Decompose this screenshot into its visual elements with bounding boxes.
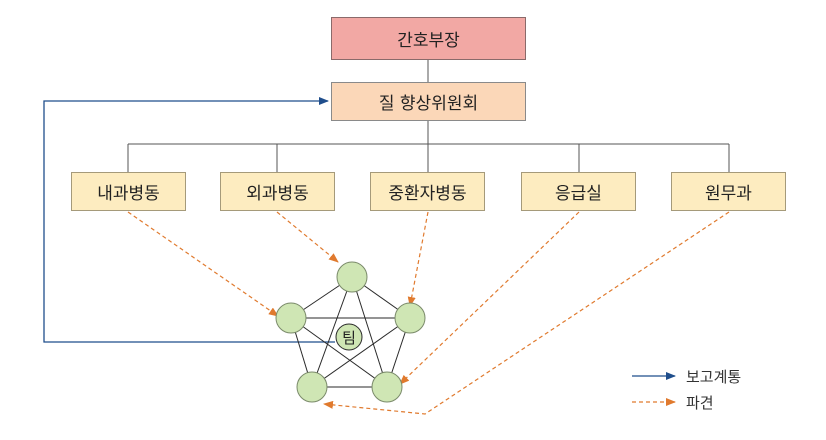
team-member-node [371, 371, 403, 403]
team-center-node [335, 323, 363, 351]
report-line-arrow [43, 97, 335, 343]
dept-label: 원무과 [705, 184, 752, 204]
team-member-node [296, 371, 328, 403]
dispatch-arrow-3 [407, 211, 429, 307]
legend-report-label: 보고계통 [686, 368, 742, 386]
head-nurse-box: 간호부장 [331, 17, 526, 60]
dept-label: 응급실 [555, 184, 602, 204]
head-nurse-label: 간호부장 [397, 31, 460, 51]
team-member-node [394, 302, 426, 334]
dept-box-administration: 원무과 [671, 172, 786, 211]
dispatch-arrow-2 [276, 211, 339, 263]
dispatch-arrow-1 [127, 211, 279, 317]
dept-label: 내과병동 [97, 184, 160, 204]
dept-box-icu: 중환자병동 [370, 172, 485, 211]
team-member-node [275, 302, 307, 334]
dept-box-surgery: 외과병동 [220, 172, 335, 211]
dispatch-arrow-5 [323, 211, 730, 415]
dept-box-emergency: 응급실 [521, 172, 636, 211]
quality-committee-label: 질 향상위원회 [378, 94, 479, 114]
dept-label: 외과병동 [246, 184, 309, 204]
legend-dispatch-label: 파견 [686, 394, 714, 412]
team-label: 팀 [342, 329, 356, 347]
dispatch-arrow-4 [399, 211, 580, 385]
dept-box-internal-medicine: 내과병동 [71, 172, 186, 211]
team-member-node [336, 261, 368, 293]
dept-label: 중환자병동 [388, 184, 467, 204]
quality-committee-box: 질 향상위원회 [331, 82, 526, 121]
